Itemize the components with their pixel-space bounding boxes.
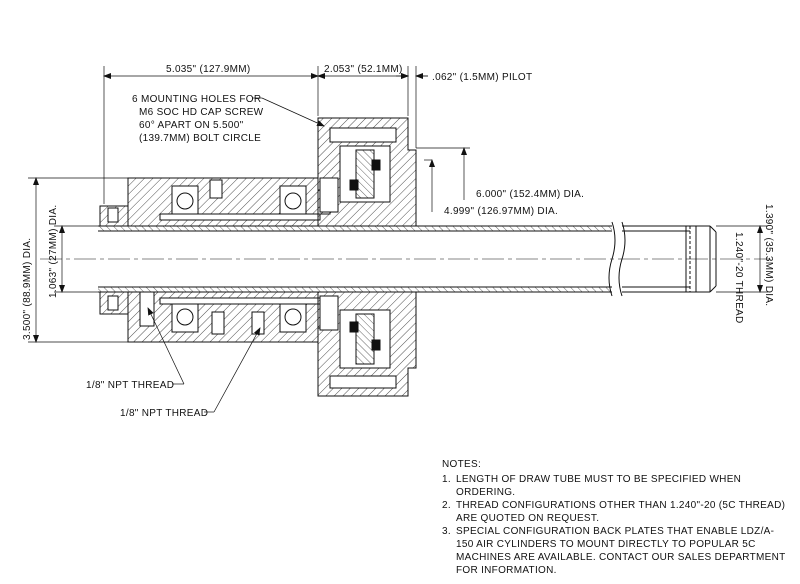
note-text: THREAD CONFIGURATIONS OTHER THAN 1.240"-… bbox=[456, 500, 786, 524]
note-number: 2. bbox=[442, 500, 451, 511]
mounting-holes-line-2: M6 SOC HD CAP SCREW bbox=[139, 107, 264, 118]
note-item: 3. SPECIAL CONFIGURATION BACK PLATES THA… bbox=[442, 525, 787, 577]
mounting-holes-line-4: (139.7MM) BOLT CIRCLE bbox=[139, 133, 261, 144]
rotating-body-lower bbox=[99, 291, 331, 343]
note-item: 2. THREAD CONFIGURATIONS OTHER THAN 1.24… bbox=[442, 499, 787, 525]
npt-thread-lower: 1/8" NPT THREAD bbox=[120, 408, 208, 419]
note-number: 1. bbox=[442, 474, 451, 485]
rotating-body-upper bbox=[99, 177, 331, 227]
mounting-holes-line-3: 60° APART ON 5.500" bbox=[139, 120, 244, 131]
npt-thread-upper: 1/8" NPT THREAD bbox=[86, 380, 174, 391]
notes-title: NOTES: bbox=[442, 459, 482, 470]
note-item: 1. LENGTH OF DRAW TUBE MUST TO BE SPECIF… bbox=[442, 473, 787, 499]
overall-length-dim: 5.035" (127.9MM) bbox=[166, 64, 251, 75]
left-outer-dia-dim: 3.500" (88.9MM) DIA. bbox=[22, 238, 33, 340]
piston-housing-lower bbox=[317, 291, 417, 397]
outer-dia-dim: 6.000" (152.4MM) DIA. bbox=[476, 189, 584, 200]
housing-width-dim: 2.053" (52.1MM) bbox=[324, 64, 403, 75]
left-inner-dia-dim: 1.063" (27MM) DIA. bbox=[48, 205, 59, 298]
pilot-dia-dim: 4.999" (126.97MM) DIA. bbox=[444, 206, 558, 217]
tube-wall-lower bbox=[98, 287, 612, 292]
pilot-dim: .062" (1.5MM) PILOT bbox=[432, 72, 532, 83]
tube-dia-dim: 1.390" (35.3MM) DIA. bbox=[763, 204, 774, 306]
notes-block: NOTES: 1. LENGTH OF DRAW TUBE MUST TO BE… bbox=[442, 458, 787, 577]
thread-dim: 1.240"-20 THREAD bbox=[733, 232, 744, 324]
tube-wall-upper bbox=[98, 226, 612, 231]
note-text: LENGTH OF DRAW TUBE MUST TO BE SPECIFIED… bbox=[456, 474, 742, 498]
piston-housing-upper bbox=[317, 117, 417, 227]
note-text: SPECIAL CONFIGURATION BACK PLATES THAT E… bbox=[456, 526, 786, 576]
note-number: 3. bbox=[442, 526, 451, 537]
mounting-holes-line-1: 6 MOUNTING HOLES FOR bbox=[132, 94, 261, 105]
